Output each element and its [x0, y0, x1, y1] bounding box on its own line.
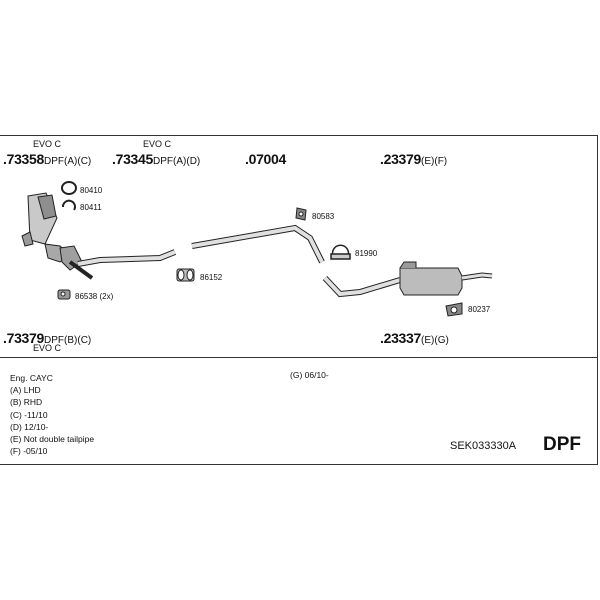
note-a: (A) LHD — [10, 385, 41, 396]
group-2-note: EVO C — [143, 139, 172, 149]
clamp-86152 — [176, 268, 195, 282]
kit-code: SEK033330A — [450, 440, 517, 452]
group-4-label: .23379(E)(F) — [380, 152, 447, 168]
group-2-suffix: DPF(A)(D) — [153, 156, 201, 167]
notes-divider — [0, 357, 598, 358]
part-label-81990: 81990 — [355, 249, 378, 258]
part-label-80583: 80583 — [312, 212, 335, 221]
notes-list: Eng. CAYC (A) LHD (B) RHD (C) -11/10 (D)… — [10, 372, 94, 457]
clamp-86538 — [57, 289, 71, 300]
group-2-part: .73345 — [112, 151, 154, 167]
group-1-note: EVO C — [33, 139, 62, 149]
clamp-81990 — [330, 244, 351, 260]
dpf-unit — [21, 192, 83, 271]
hanger-80237 — [445, 302, 463, 317]
part-label-86538: 86538 (2x) — [75, 292, 114, 301]
group-6-label: .23337(E)(G) — [380, 331, 449, 347]
group-5-note: EVO C — [33, 343, 62, 353]
group-2-label: .73345DPF(A)(D) — [112, 152, 200, 168]
part-label-80237: 80237 — [468, 305, 491, 314]
group-3-part: .07004 — [245, 151, 287, 167]
group-5-suffix: DPF(B)(C) — [44, 335, 92, 346]
part-label-80410: 80410 — [80, 186, 103, 195]
note-c: (C) -11/10 — [10, 409, 48, 420]
group-5-part: .73379 — [3, 330, 45, 346]
part-label-80411: 80411 — [80, 203, 102, 212]
clip-80411 — [62, 199, 76, 211]
group-5-label: .73379DPF(B)(C) — [3, 331, 91, 347]
group-1-part: .73358 — [3, 151, 45, 167]
middle-pipe — [191, 224, 325, 264]
note-e: (E) Not double tailpipe — [10, 434, 95, 445]
group-4-part: .23379 — [380, 151, 422, 167]
note-f: (F) -05/10 — [10, 446, 48, 457]
diagram-frame — [0, 135, 598, 465]
group-6-part: .23337 — [380, 330, 422, 346]
note-g: (G) 06/10- — [290, 370, 329, 380]
hanger-80583 — [295, 207, 307, 221]
part-label-86152: 86152 — [200, 273, 223, 282]
rear-pipe — [322, 275, 401, 298]
front-pipe — [68, 249, 177, 280]
ring-80410 — [61, 181, 77, 195]
note-engine: Eng. CAYC — [10, 373, 53, 383]
group-1-suffix: DPF(A)(C) — [44, 156, 92, 167]
note-b: (B) RHD — [10, 397, 43, 408]
group-1-label: .73358DPF(A)(C) — [3, 152, 91, 168]
note-d: (D) 12/10- — [10, 421, 49, 432]
group-6-suffix: (E)(G) — [421, 335, 449, 346]
group-3-label: .07004 — [245, 152, 286, 168]
group-4-suffix: (E)(F) — [421, 156, 448, 167]
rear-muffler — [399, 261, 493, 296]
type-label: DPF — [543, 434, 581, 455]
